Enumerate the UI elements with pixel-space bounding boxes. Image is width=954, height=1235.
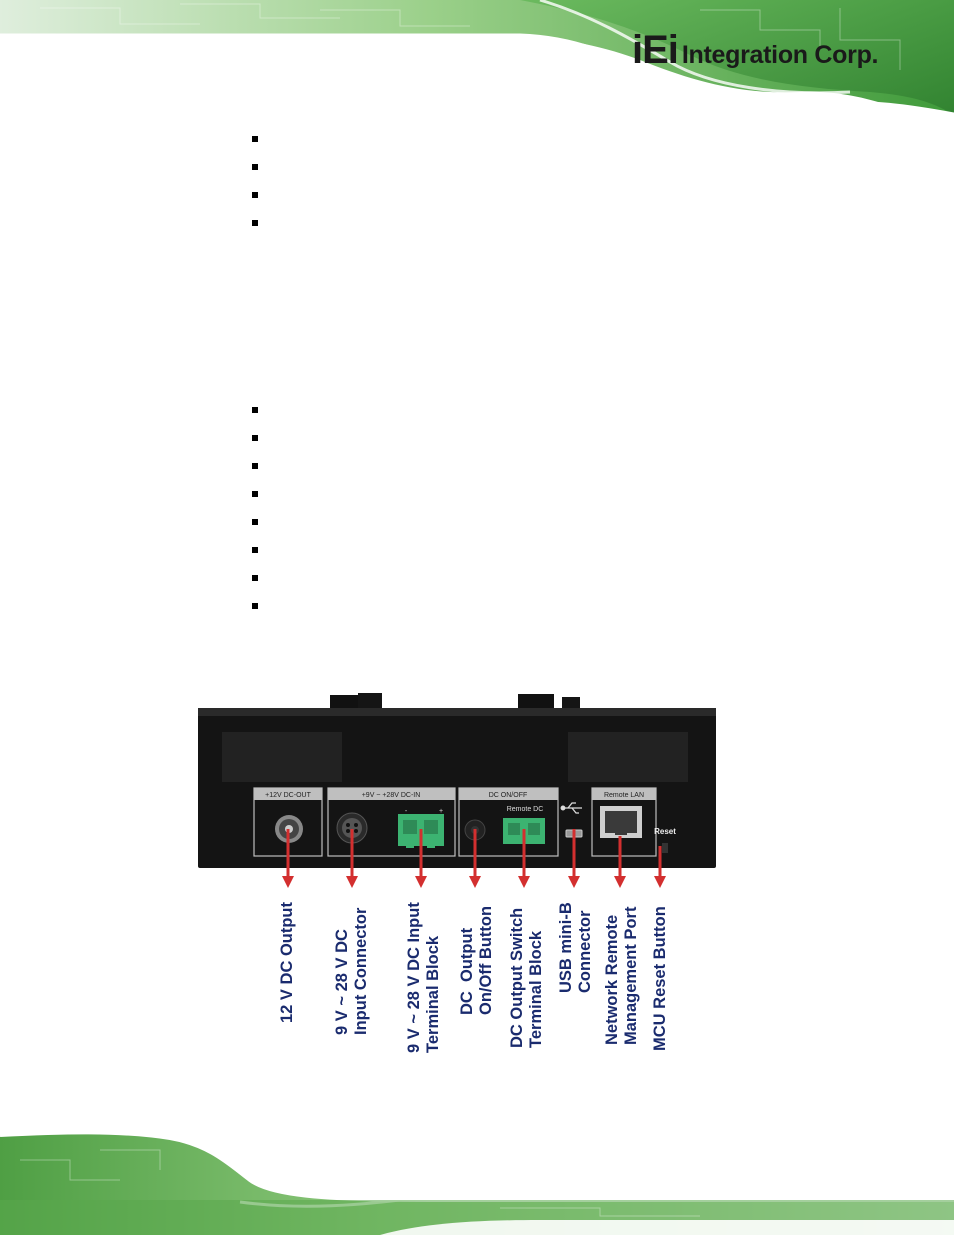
bullet-marker <box>252 519 258 525</box>
remote-dc-label: Remote DC <box>507 806 544 813</box>
arrow-dc-output <box>282 829 294 888</box>
bullet-marker <box>252 547 258 553</box>
callout-dc-onoff-button: DC Output On/Off Button <box>458 905 495 1015</box>
callout-mcu-reset: MCU Reset Button <box>651 906 669 1051</box>
section-label-dc-out: +12V DC-OUT <box>265 792 311 799</box>
bullet-marker <box>252 463 258 469</box>
callout-dc-input-connector: 9 V ~ 28 V DC Input Connector <box>333 907 370 1035</box>
header-banner <box>0 0 954 115</box>
bullet-marker <box>252 136 258 142</box>
bullet-marker <box>252 192 258 198</box>
bullet-marker <box>252 407 258 413</box>
reset-button <box>662 843 668 853</box>
callout-dc-input-terminal: 9 V ~ 28 V DC Input Terminal Block <box>405 902 442 1053</box>
bullet-marker <box>252 164 258 170</box>
arrow-dc-onoff-button <box>469 829 481 888</box>
bullet-marker <box>252 603 258 609</box>
terminal-minus: - <box>405 808 408 815</box>
section-label-remote-lan: Remote LAN <box>604 792 644 799</box>
usb-symbol-icon <box>560 802 582 814</box>
callout-usb-mini-b: USB mini-B Connector <box>557 902 594 993</box>
section-label-dc-in: +9V ~ +28V DC-IN <box>362 792 421 799</box>
section-label-dc-onoff: DC ON/OFF <box>489 792 528 799</box>
device-rear-panel: +12V DC-OUT +9V ~ +28V DC-IN DC ON/OFF R… <box>198 693 716 868</box>
arrow-reset <box>654 846 666 888</box>
bullet-marker <box>252 435 258 441</box>
callout-dc-output: 12 V DC Output <box>278 901 296 1023</box>
dc-input-connector <box>336 812 368 844</box>
reset-label: Reset <box>654 827 676 836</box>
logo-text: Integration Corp. <box>681 41 879 69</box>
arrow-dc-input-terminal <box>415 829 427 888</box>
bullet-marker <box>252 491 258 497</box>
terminal-plus: + <box>439 808 443 815</box>
bullet-marker <box>252 220 258 226</box>
logo-mark: iEi <box>632 28 679 72</box>
callout-network-remote: Network Remote Management Port <box>603 906 640 1045</box>
footer-banner <box>0 1130 954 1235</box>
lan-port <box>600 806 642 838</box>
bullet-marker <box>252 575 258 581</box>
callout-dc-output-switch: DC Output Switch Terminal Block <box>508 907 545 1048</box>
arrow-dc-input-connector <box>346 829 358 888</box>
arrow-dc-output-switch <box>518 829 530 888</box>
arrow-lan <box>614 836 626 888</box>
company-logo: iEi Integration Corp. <box>632 30 878 70</box>
arrow-usb <box>568 829 580 888</box>
